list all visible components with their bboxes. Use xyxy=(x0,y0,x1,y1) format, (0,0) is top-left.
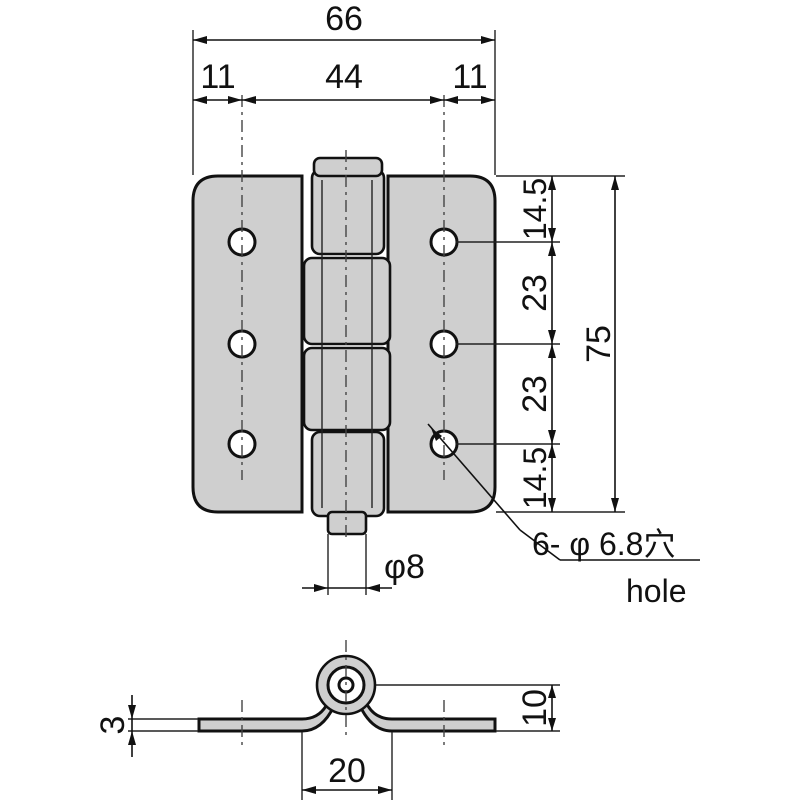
front-view: 66 11 44 11 14.5 23 23 14.5 xyxy=(191,0,700,609)
hole-callout-en: hole xyxy=(626,573,687,609)
hole-callout: 6- φ 6.8穴 xyxy=(532,526,675,562)
dim-edge-right: 11 xyxy=(452,58,487,96)
dim-thickness: 3 xyxy=(94,716,132,735)
dim-edge-left: 11 xyxy=(200,58,235,96)
knuckle-top xyxy=(310,168,386,256)
side-view: 3 10 20 xyxy=(94,640,560,800)
dim-total-height: 75 xyxy=(580,325,618,363)
pin-diameter: φ8 xyxy=(384,548,425,586)
knuckle-top-cap xyxy=(312,156,384,178)
knuckle-lower-mid xyxy=(302,346,392,432)
dim-knuckle-height: 10 xyxy=(516,689,554,727)
dim-bottom-margin: 14.5 xyxy=(517,447,553,509)
dim-pitch-2: 23 xyxy=(516,375,554,413)
knuckle-bottom xyxy=(310,430,386,518)
dim-top-margin: 14.5 xyxy=(517,178,553,240)
pin-end xyxy=(326,510,368,536)
dim-knuckle-width: 20 xyxy=(328,752,366,790)
dim-hole-spacing-x: 44 xyxy=(325,58,363,96)
side-leaf-left xyxy=(197,697,336,733)
side-leaf-right xyxy=(358,697,497,733)
dim-pitch-1: 23 xyxy=(516,274,554,312)
dim-total-width: 66 xyxy=(325,0,363,38)
knuckle-upper-mid xyxy=(302,256,392,346)
